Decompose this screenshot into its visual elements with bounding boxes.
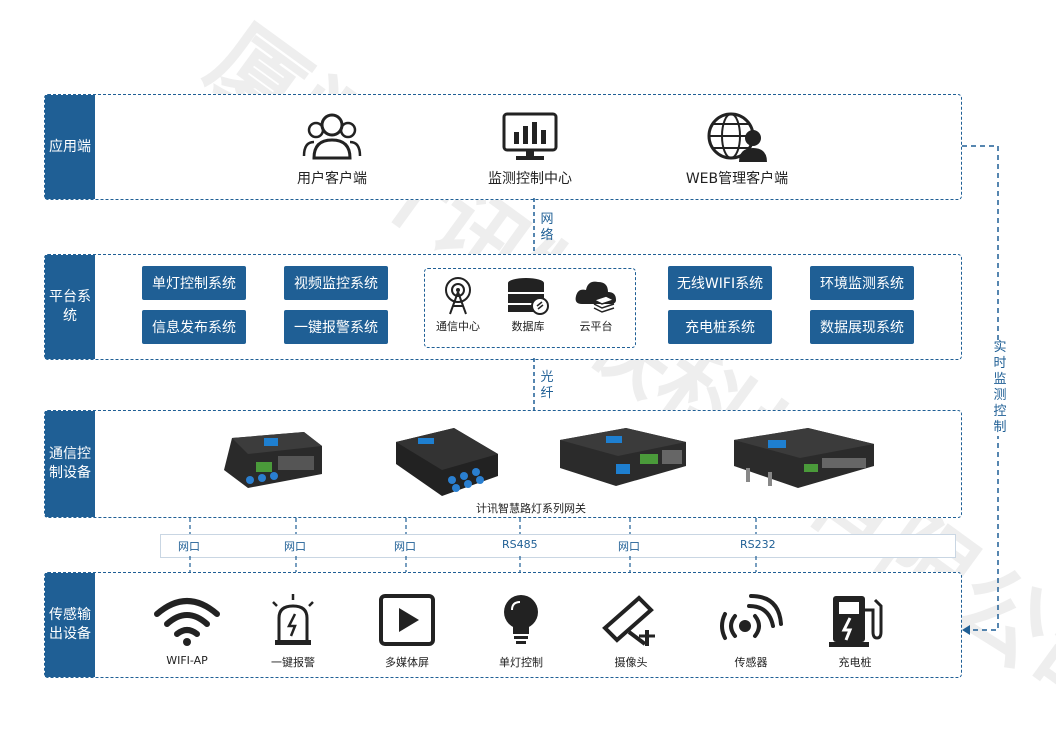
output-multimedia-screen: 多媒体屏 [362,592,452,670]
output-charging-pile-label: 充电桩 [838,656,872,669]
output-one-key-alarm: 一键报警 [248,592,338,670]
output-sensor: 传感器 [706,592,796,670]
output-single-lamp-label: 单灯控制 [499,656,543,669]
app-web-client: WEB管理客户端 [672,110,802,188]
system-single-lamp-control[interactable]: 单灯控制系统 [142,266,246,300]
output-single-lamp: 单灯控制 [476,592,566,670]
system-environment-monitor[interactable]: 环境监测系统 [810,266,914,300]
output-one-key-alarm-label: 一键报警 [271,656,315,669]
layer-sensor-label: 传感输出设备 [45,573,95,677]
output-charging-pile: 充电桩 [810,592,900,670]
play-screen-icon [379,594,435,646]
port-label: 网口 [618,540,640,553]
core-cloud-label: 云平台 [579,320,613,333]
port-bar [160,534,956,558]
layer-platform-label: 平台系统 [45,255,95,359]
gateway-device-1 [224,432,322,488]
wifi-icon [154,598,220,646]
core-comm-center: 通信中心 [428,276,488,334]
core-cloud: 云平台 [566,276,626,334]
cloud-icon [575,281,616,313]
fiber-label: 光纤 [540,370,554,401]
core-comm-center-label: 通信中心 [436,320,480,333]
output-camera-label: 摄像头 [614,656,648,669]
alarm-icon [272,594,314,645]
output-multimedia-screen-label: 多媒体屏 [385,656,429,669]
app-monitor-center-label: 监测控制中心 [488,171,572,187]
app-monitor-center: 监测控制中心 [470,110,590,188]
monitor-chart-icon [502,112,558,160]
app-user-client-label: 用户客户端 [297,171,367,187]
port-label: RS232 [740,538,776,551]
layer-comm-label: 通信控制设备 [45,411,95,517]
port-connectors [189,518,757,572]
gateway-device-3 [560,428,686,486]
port-label: 网口 [178,540,200,553]
layer-app-label: 应用端 [45,95,95,199]
output-wifi-ap-label: WIFI-AP [166,654,208,667]
realtime-label: 实时监测控制 [992,340,1008,436]
system-video-surveillance[interactable]: 视频监控系统 [284,266,388,300]
bulb-icon [504,595,538,644]
port-label: RS485 [502,538,538,551]
antenna-icon [445,277,471,315]
app-user-client: 用户客户端 [282,110,382,188]
output-camera: 摄像头 [586,592,676,670]
realtime-loop-arrow [962,145,999,635]
system-info-publish[interactable]: 信息发布系统 [142,310,246,344]
port-label: 网口 [394,540,416,553]
network-label: 网络 [540,212,554,243]
app-web-client-label: WEB管理客户端 [685,171,789,187]
system-one-key-alarm[interactable]: 一键报警系统 [284,310,388,344]
camera-icon [602,595,655,646]
globe-user-icon [707,112,767,162]
core-database: 数据库 [498,276,558,334]
output-wifi-ap: WIFI-AP [142,592,232,667]
core-database-label: 数据库 [511,320,545,333]
system-wireless-wifi[interactable]: 无线WIFI系统 [668,266,772,300]
output-sensor-label: 传感器 [734,656,768,669]
database-icon [508,278,549,315]
system-charging-pile[interactable]: 充电桩系统 [668,310,772,344]
gateway-caption: 计讯智慧路灯系列网关 [476,502,586,515]
system-data-display[interactable]: 数据展现系统 [810,310,914,344]
fiber-connector [533,358,535,410]
charger-icon [829,596,883,647]
platform-core-group [424,268,636,348]
sensor-icon [720,594,783,640]
gateway-device-4 [734,428,874,488]
gateway-device-2 [396,428,498,496]
users-icon [302,113,362,160]
network-connector [533,198,535,254]
port-label: 网口 [284,540,306,553]
layer-sensor: 传感输出设备 [44,572,962,678]
